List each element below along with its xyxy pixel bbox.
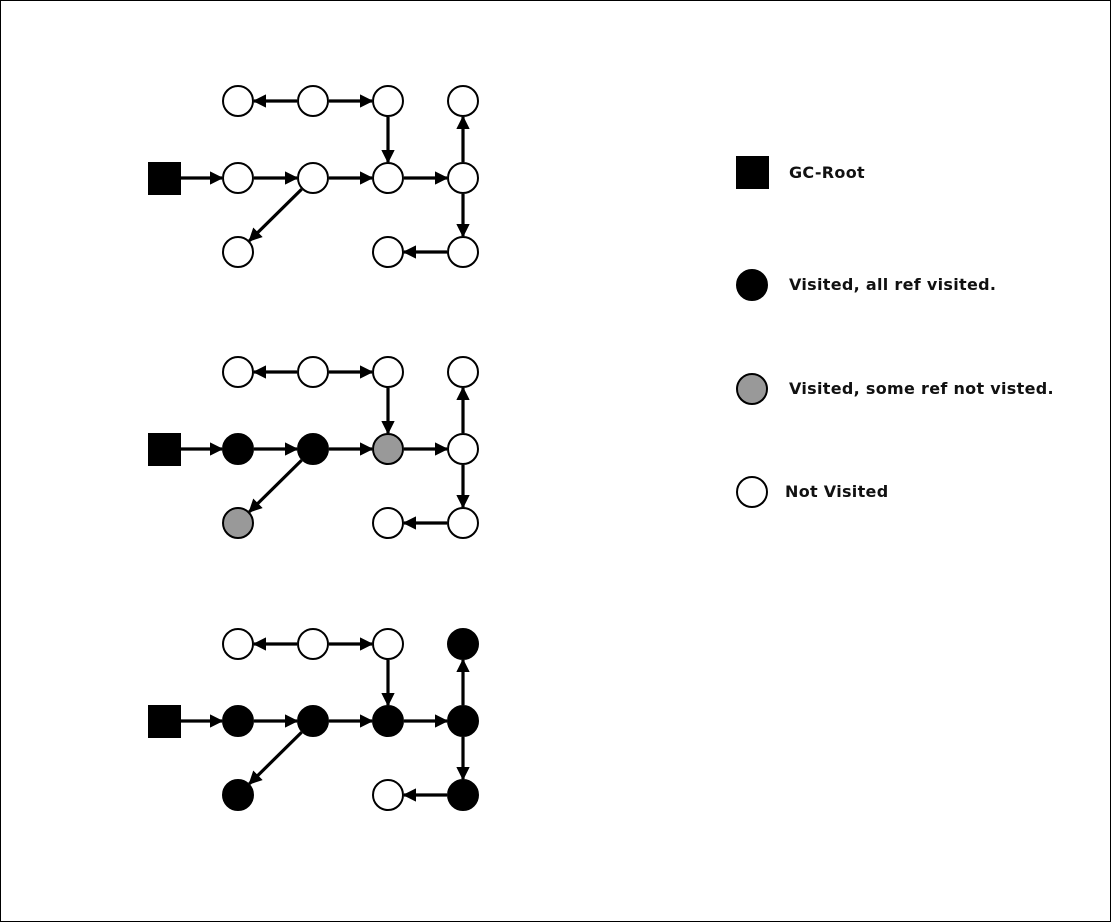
node-n7	[372, 433, 404, 465]
edge-n6-n9	[248, 731, 303, 785]
graph-state-3	[148, 628, 479, 811]
edge-n6-n9	[248, 188, 303, 242]
graph-state-2	[148, 356, 479, 539]
edge-n6-n9	[248, 459, 303, 513]
gray-circle-icon	[736, 373, 768, 405]
node-n11	[372, 507, 404, 539]
node-n1	[222, 85, 254, 117]
node-n8	[447, 433, 479, 465]
node-n1	[222, 356, 254, 388]
node-n10	[447, 779, 479, 811]
gc-root-node	[148, 433, 181, 466]
legend-gray: Visited, some ref not visted.	[735, 371, 1095, 407]
node-n10	[447, 236, 479, 268]
node-n5	[222, 162, 254, 194]
node-n4	[447, 628, 479, 660]
node-n10	[447, 507, 479, 539]
graph-state-1	[148, 85, 479, 268]
node-n4	[447, 356, 479, 388]
node-n11	[372, 779, 404, 811]
legend-gray-label: Visited, some ref not visted.	[789, 379, 1054, 398]
node-n5	[222, 433, 254, 465]
node-n3	[372, 85, 404, 117]
legend-black: Visited, all ref visited.	[735, 267, 1095, 303]
node-n6	[297, 433, 329, 465]
legend-gc-root-label: GC-Root	[789, 163, 865, 182]
node-n9	[222, 507, 254, 539]
node-n3	[372, 356, 404, 388]
node-n11	[372, 236, 404, 268]
node-n7	[372, 162, 404, 194]
node-n2	[297, 628, 329, 660]
node-n5	[222, 705, 254, 737]
node-n6	[297, 162, 329, 194]
black-circle-icon	[736, 269, 768, 301]
node-n2	[297, 85, 329, 117]
legend-gc-root: GC-Root	[735, 155, 1095, 191]
legend-white: Not Visited	[735, 474, 1095, 510]
legend-white-label: Not Visited	[785, 482, 889, 501]
gc-root-node	[148, 162, 181, 195]
node-n1	[222, 628, 254, 660]
node-n9	[222, 236, 254, 268]
gc-root-node	[148, 705, 181, 738]
legend-black-label: Visited, all ref visited.	[789, 275, 997, 294]
node-n8	[447, 705, 479, 737]
node-n9	[222, 779, 254, 811]
node-n3	[372, 628, 404, 660]
white-circle-icon	[736, 476, 768, 508]
node-n6	[297, 705, 329, 737]
node-n4	[447, 85, 479, 117]
gc-root-square-icon	[736, 156, 769, 189]
node-n8	[447, 162, 479, 194]
node-n7	[372, 705, 404, 737]
node-n2	[297, 356, 329, 388]
